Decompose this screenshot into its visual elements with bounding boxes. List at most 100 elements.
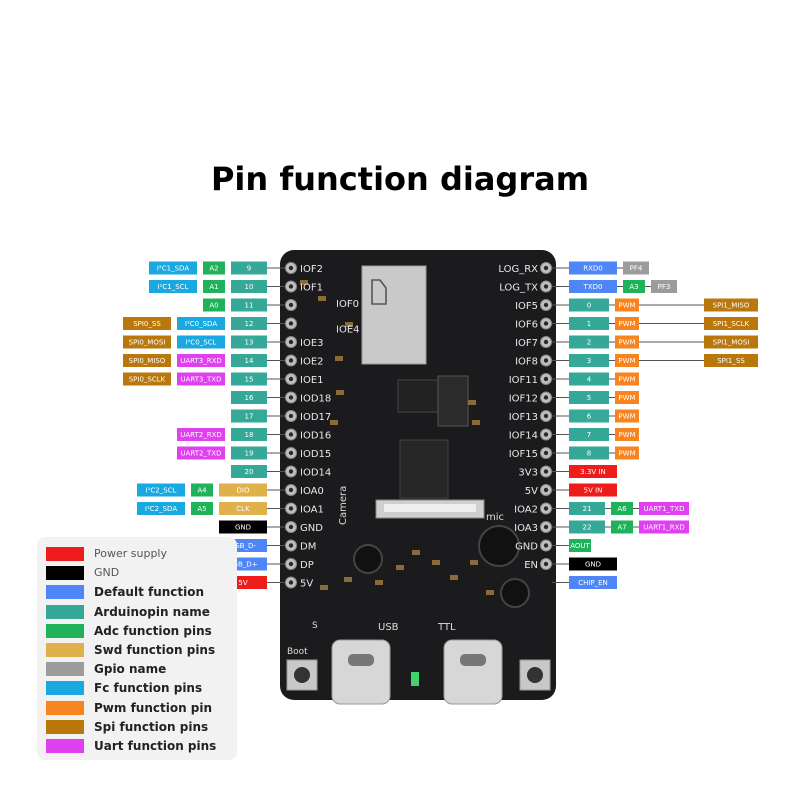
legend-label: Pwm function pin — [94, 700, 213, 715]
pin-label-text-left-1-10: 10 — [245, 283, 254, 291]
board-pin-label-iof7: IOF7 — [515, 338, 538, 349]
board-pin-label-iof8: IOF8 — [515, 357, 538, 368]
smd-component — [468, 400, 476, 405]
pin-label-right-15-aout — [569, 539, 591, 552]
pin-label-right-14-a7 — [611, 520, 633, 534]
board-pin-label-iof2: IOF2 — [300, 264, 323, 275]
pin-label-right-7-pwm — [615, 391, 639, 404]
legend-swatch — [46, 662, 84, 677]
board-pin-label-ioa1: IOA1 — [300, 505, 324, 516]
pin-label-text-right-7-pwm: PWM — [618, 394, 635, 402]
board-pin-label-5v: 5V — [525, 486, 538, 497]
board-pin-label-iof14: IOF14 — [509, 431, 538, 442]
header-pad-hole — [543, 284, 549, 289]
pin-label-left-4-spi0-mosi — [123, 335, 171, 349]
board-pin-label-iof13: IOF13 — [509, 412, 538, 423]
legend-swatch — [46, 700, 84, 715]
pin-label-left-5-spi0-miso — [123, 354, 171, 367]
pin-label-text-right-11-3-3v-in: 3.3V IN — [580, 468, 605, 476]
pin-label-text-left-5-spi0-miso: SPI0_MISO — [129, 357, 166, 365]
header-pad-hole — [543, 265, 549, 271]
pin-label-text-right-16-gnd: GND — [585, 561, 601, 569]
pin-label-text-left-6-15: 15 — [245, 376, 254, 384]
pin-label-left-8-17 — [231, 409, 267, 423]
pin-label-text-right-0-pf4: PF4 — [630, 265, 643, 273]
pin-label-text-left-6-spi0-sclk: SPI0_SCLK — [129, 376, 166, 384]
board-pin-label-gnd: GND — [515, 542, 538, 553]
pin-label-left-5-uart3-rxd — [177, 354, 225, 367]
board-pin-label-iof11: IOF11 — [509, 375, 538, 386]
pin-label-text-left-4-13: 13 — [245, 339, 254, 347]
header-pad-hole — [543, 358, 549, 363]
pin-label-left-1-a1 — [203, 280, 225, 293]
pin-label-right-10-8 — [569, 446, 609, 460]
pin-label-text-right-13-uart1-txd: UART1_TXD — [644, 505, 685, 513]
pin-label-text-right-9-pwm: PWM — [618, 431, 635, 439]
pin-label-text-left-15-usb-d: USB_D- — [230, 542, 256, 550]
ttl-silkscreen: TTL — [437, 622, 456, 633]
pin-label-text-left-11-20: 20 — [245, 468, 254, 476]
pin-label-right-13-uart1-txd — [639, 502, 689, 515]
pin-label-left-6-uart3-txd — [177, 372, 225, 386]
pin-label-right-13-a6 — [611, 502, 633, 515]
legend-swatch — [46, 681, 84, 696]
pin-label-right-4-spi1-mosi — [704, 335, 758, 349]
board-pin-label-ioa2: IOA2 — [514, 505, 538, 516]
boot-silkscreen: Boot — [287, 647, 308, 657]
mic-silkscreen: mic — [486, 512, 504, 523]
header-pad-hole — [543, 376, 549, 382]
pin-label-text-left-3-i-c0-sda: I²C0_SDA — [185, 320, 217, 328]
header-pad-hole — [543, 321, 549, 326]
pin-label-left-12-dio — [219, 483, 267, 497]
smd-component — [335, 356, 343, 361]
pin-label-text-left-10-19: 19 — [245, 450, 254, 458]
pin-label-text-right-14-22: 22 — [583, 524, 592, 532]
pin-label-left-7-16 — [231, 391, 267, 404]
smd-component — [344, 577, 352, 582]
usb-c-receptacle — [348, 654, 374, 666]
pin-label-right-8-pwm — [615, 409, 639, 423]
smd-component — [300, 280, 308, 285]
smd-component — [320, 585, 328, 590]
header-pad-hole — [288, 284, 294, 289]
pin-label-text-right-2-pwm: PWM — [618, 302, 635, 310]
header-pad-hole — [543, 413, 549, 419]
pin-label-text-right-14-uart1-rxd: UART1_RXD — [643, 524, 685, 532]
board-pin-label-log-rx: LOG_RX — [498, 264, 538, 275]
header-pad-hole — [288, 450, 294, 456]
pin-label-right-3-spi1-sclk — [704, 317, 758, 330]
pin-label-right-3-1 — [569, 317, 609, 330]
smd-component — [472, 420, 480, 425]
pin-label-left-9-18 — [231, 428, 267, 441]
pin-label-text-right-5-3: 3 — [587, 357, 591, 365]
pin-label-right-9-7 — [569, 428, 609, 441]
legend-swatch — [46, 623, 84, 638]
pin-label-right-13-21 — [569, 502, 605, 515]
pin-label-left-6-spi0-sclk — [123, 372, 171, 386]
pin-label-text-left-4-i-c0-scl: I²C0_SCL — [186, 339, 217, 347]
pin-label-text-right-8-6: 6 — [587, 413, 592, 421]
header-pad-hole — [543, 506, 549, 511]
usb-c-receptacle — [460, 654, 486, 666]
pin-label-right-9-pwm — [615, 428, 639, 441]
board-pin-label-ioe3: IOE3 — [300, 338, 324, 349]
header-pad-hole — [288, 487, 294, 493]
pin-label-text-right-6-pwm: PWM — [618, 376, 635, 384]
smd-component — [345, 322, 353, 327]
pin-label-text-right-8-pwm: PWM — [618, 413, 635, 421]
board-pin-label-ioe2: IOE2 — [300, 357, 324, 368]
legend-label: Power supply — [94, 547, 167, 560]
board-pin-label-ioe4: IOE4 — [336, 325, 360, 336]
pin-label-text-left-0-a2: A2 — [209, 265, 218, 273]
pin-label-left-12-a4 — [191, 483, 213, 497]
pin-label-text-left-7-16: 16 — [245, 394, 254, 402]
pin-label-text-left-14-gnd: GND — [235, 524, 251, 532]
mcu-chip — [399, 439, 449, 499]
board-pin-label-iof6: IOF6 — [515, 320, 538, 331]
header-pad-hole — [288, 469, 294, 474]
legend-label: Default function — [94, 585, 205, 600]
pin-label-left-12-i-c2-scl — [137, 483, 185, 497]
pin-label-right-11-3-3v-in — [569, 465, 617, 478]
pin-label-text-right-14-a7: A7 — [617, 524, 626, 532]
